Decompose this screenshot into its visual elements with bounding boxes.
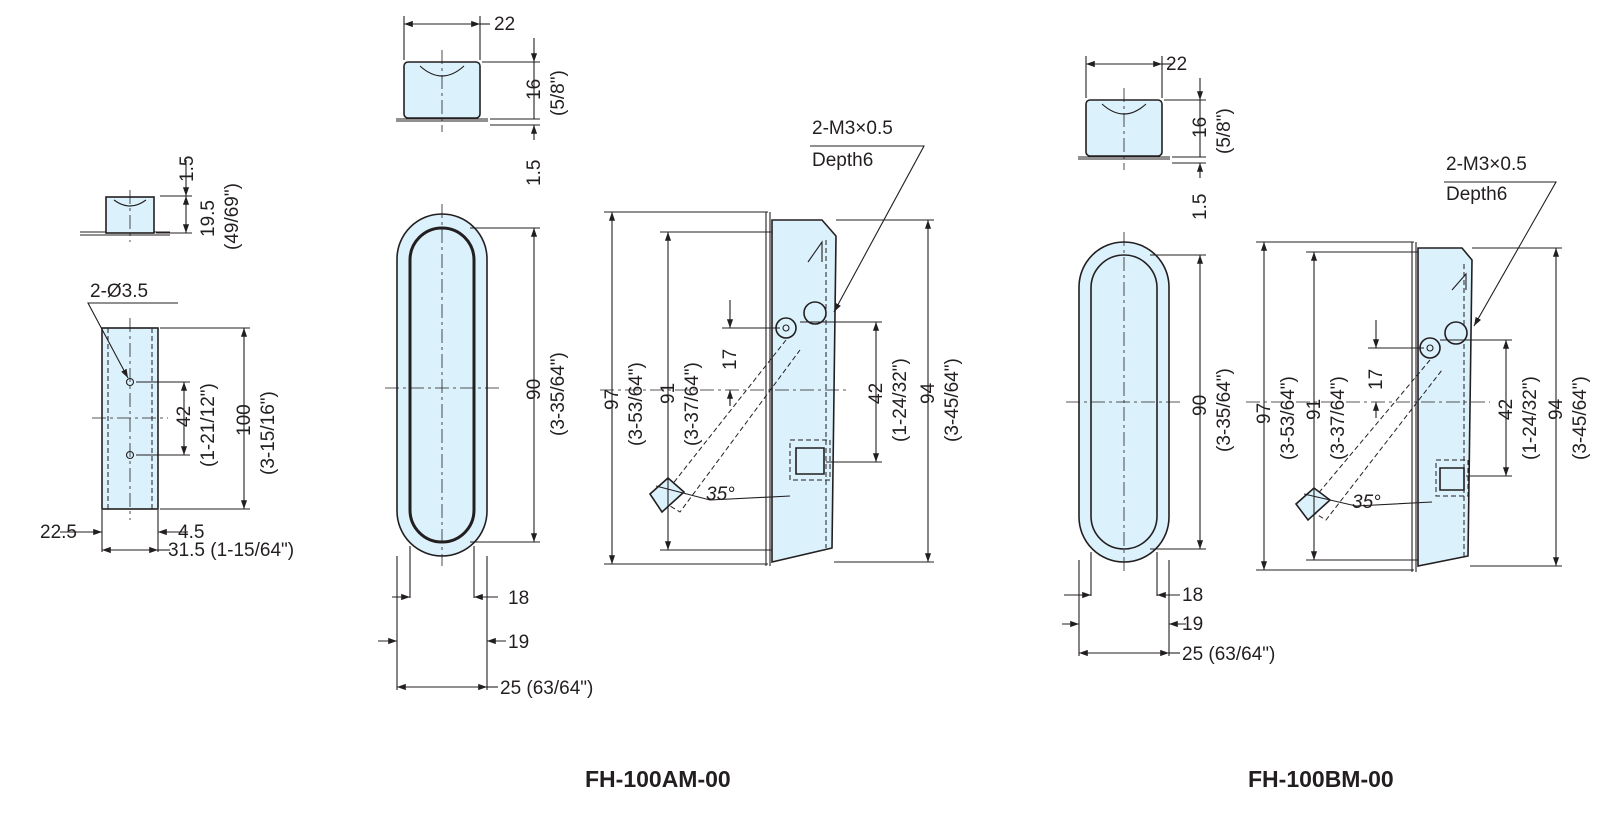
dim-a-42: 42 <box>866 383 887 404</box>
dim-a-97: 97 <box>602 389 623 410</box>
dim-b-17: 17 <box>1366 369 1387 390</box>
model-b-top-view: 22 16 (5/8") 1.5 <box>1078 54 1235 220</box>
dim-a-42-inch: (1-24/32") <box>890 358 911 442</box>
dim-b-97-inch: (3-53/64") <box>1278 376 1299 460</box>
dim-b-94-inch: (3-45/64") <box>1570 376 1591 460</box>
dim-b-42-inch: (1-24/32") <box>1520 376 1541 460</box>
dim-a-16-inch: (5/8") <box>548 70 569 116</box>
dim-a-1-5: 1.5 <box>524 160 545 186</box>
dim-a-19: 19 <box>508 632 529 653</box>
dim-a-97-inch: (3-53/64") <box>626 362 647 446</box>
dim-side-42: 42 <box>174 406 195 427</box>
side-view: 1.5 19.5 (49/69") 2-Ø3.5 42 (1-21/12") 1… <box>40 156 294 561</box>
dim-a-90-inch: (3-35/64") <box>548 352 569 436</box>
dim-a-90: 90 <box>524 379 545 400</box>
model-a-drawing: 22 16 (5/8") 1.5 90 (3-35/64") <box>378 14 963 792</box>
dim-a-94-inch: (3-45/64") <box>942 358 963 442</box>
dim-a-22: 22 <box>494 14 515 35</box>
model-b-front-view: 90 (3-35/64") 18 19 25 (63/64") <box>1062 232 1275 665</box>
dim-b-90: 90 <box>1190 395 1211 416</box>
dim-side-1-5: 1.5 <box>177 156 198 182</box>
model-b-drawing: 22 16 (5/8") 1.5 90 (3-35/64") <box>1062 54 1591 792</box>
dim-b-angle: 35° <box>1352 492 1381 513</box>
dim-a-16: 16 <box>524 79 545 100</box>
dim-b-25: 25 (63/64") <box>1182 644 1275 665</box>
small-profile-view <box>80 190 170 242</box>
dim-b-94: 94 <box>1546 398 1567 420</box>
model-a-top-view: 22 16 (5/8") 1.5 <box>396 14 569 186</box>
dim-a-18: 18 <box>508 588 529 609</box>
dim-a-angle: 35° <box>706 484 735 505</box>
dim-b-91-inch: (3-37/64") <box>1328 376 1349 460</box>
mounting-hole-bottom <box>125 450 135 460</box>
dim-a-91-inch: (3-37/64") <box>682 362 703 446</box>
dim-a-25: 25 (63/64") <box>500 678 593 699</box>
dim-side-22-5: 22.5 <box>40 522 77 543</box>
model-a-section-view: 2-M3×0.5 Depth6 97 (3-53/64") 91 (3-37/6… <box>600 118 963 566</box>
dim-b-90-inch: (3-35/64") <box>1214 368 1235 452</box>
dim-side-31-5: 31.5 (1-15/64") <box>168 540 294 561</box>
dim-side-100: 100 <box>234 404 255 436</box>
dim-side-4-5: 4.5 <box>178 522 204 543</box>
dim-b-91: 91 <box>1304 399 1325 420</box>
dim-b-thread: 2-M3×0.5 <box>1446 154 1527 175</box>
model-a-title: FH-100AM-00 <box>585 766 731 792</box>
dim-b-97: 97 <box>1254 403 1275 424</box>
dim-side-42-inch: (1-21/12") <box>198 383 219 467</box>
dim-a-17: 17 <box>720 349 741 370</box>
dim-side-hole: 2-Ø3.5 <box>90 281 148 302</box>
mounting-hole-top <box>125 377 135 387</box>
dim-side-19-5: 19.5 <box>198 200 219 237</box>
dim-a-94: 94 <box>918 382 939 404</box>
dim-b-16-inch: (5/8") <box>1214 108 1235 154</box>
dim-b-18: 18 <box>1182 585 1203 606</box>
mounting-cutout-view <box>92 318 168 520</box>
dim-b-42: 42 <box>1496 399 1517 420</box>
dim-b-16: 16 <box>1190 117 1211 138</box>
dim-a-depth: Depth6 <box>812 150 873 171</box>
model-a-front-view: 90 (3-35/64") 18 19 25 (63/64") <box>378 204 593 699</box>
dim-b-22: 22 <box>1166 54 1187 75</box>
model-b-section-view: 2-M3×0.5 Depth6 97 (3-53/64") 91 (3-37/6… <box>1246 154 1591 572</box>
model-b-title: FH-100BM-00 <box>1248 766 1394 792</box>
dim-a-thread: 2-M3×0.5 <box>812 118 893 139</box>
dim-b-19: 19 <box>1182 614 1203 635</box>
dim-side-19-5-inch: (49/69") <box>222 183 243 250</box>
dim-b-depth: Depth6 <box>1446 184 1507 205</box>
dim-side-100-inch: (3-15/16") <box>258 391 279 475</box>
dim-b-1-5: 1.5 <box>1190 194 1211 220</box>
dim-a-91: 91 <box>658 383 679 404</box>
